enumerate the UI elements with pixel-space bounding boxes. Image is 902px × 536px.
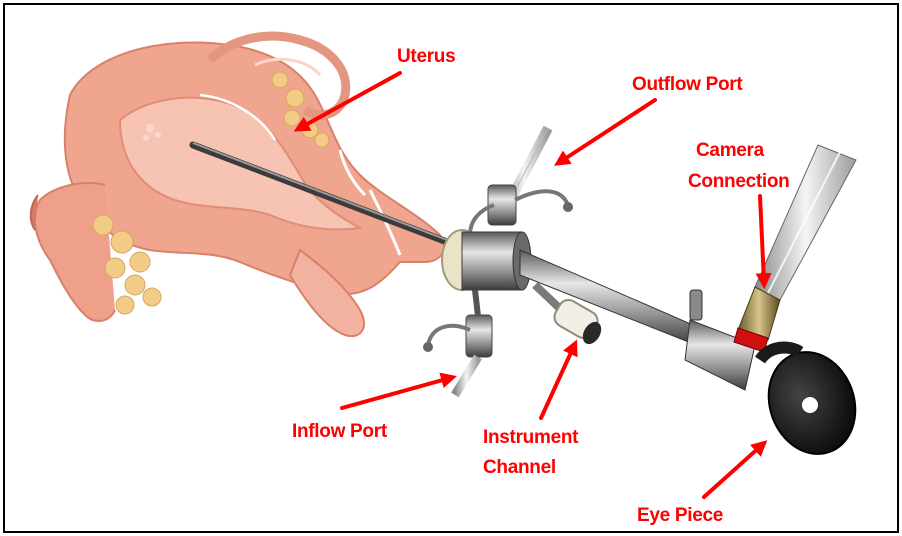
inflow-port-label: Inflow Port bbox=[292, 421, 387, 443]
uterus-label: Uterus bbox=[397, 46, 455, 68]
inflow-port-arrow bbox=[342, 378, 450, 408]
outflow-port-arrow bbox=[560, 100, 655, 162]
instrument-channel-arrow bbox=[541, 346, 574, 418]
outflow-port-label: Outflow Port bbox=[632, 74, 742, 96]
eye-piece-arrow bbox=[704, 445, 762, 497]
camera-connection-arrow bbox=[760, 196, 764, 282]
instrument-channel-label-line1: Instrument bbox=[483, 427, 578, 449]
camera-connection-label-line1: Camera bbox=[688, 140, 790, 162]
camera-connection-label: Camera Connection bbox=[688, 140, 790, 193]
instrument-channel-label: Instrument Channel bbox=[483, 427, 578, 479]
eye-piece-label: Eye Piece bbox=[637, 505, 723, 527]
instrument-channel-label-line2: Channel bbox=[483, 457, 578, 479]
camera-connection-label-line2: Connection bbox=[688, 171, 790, 193]
